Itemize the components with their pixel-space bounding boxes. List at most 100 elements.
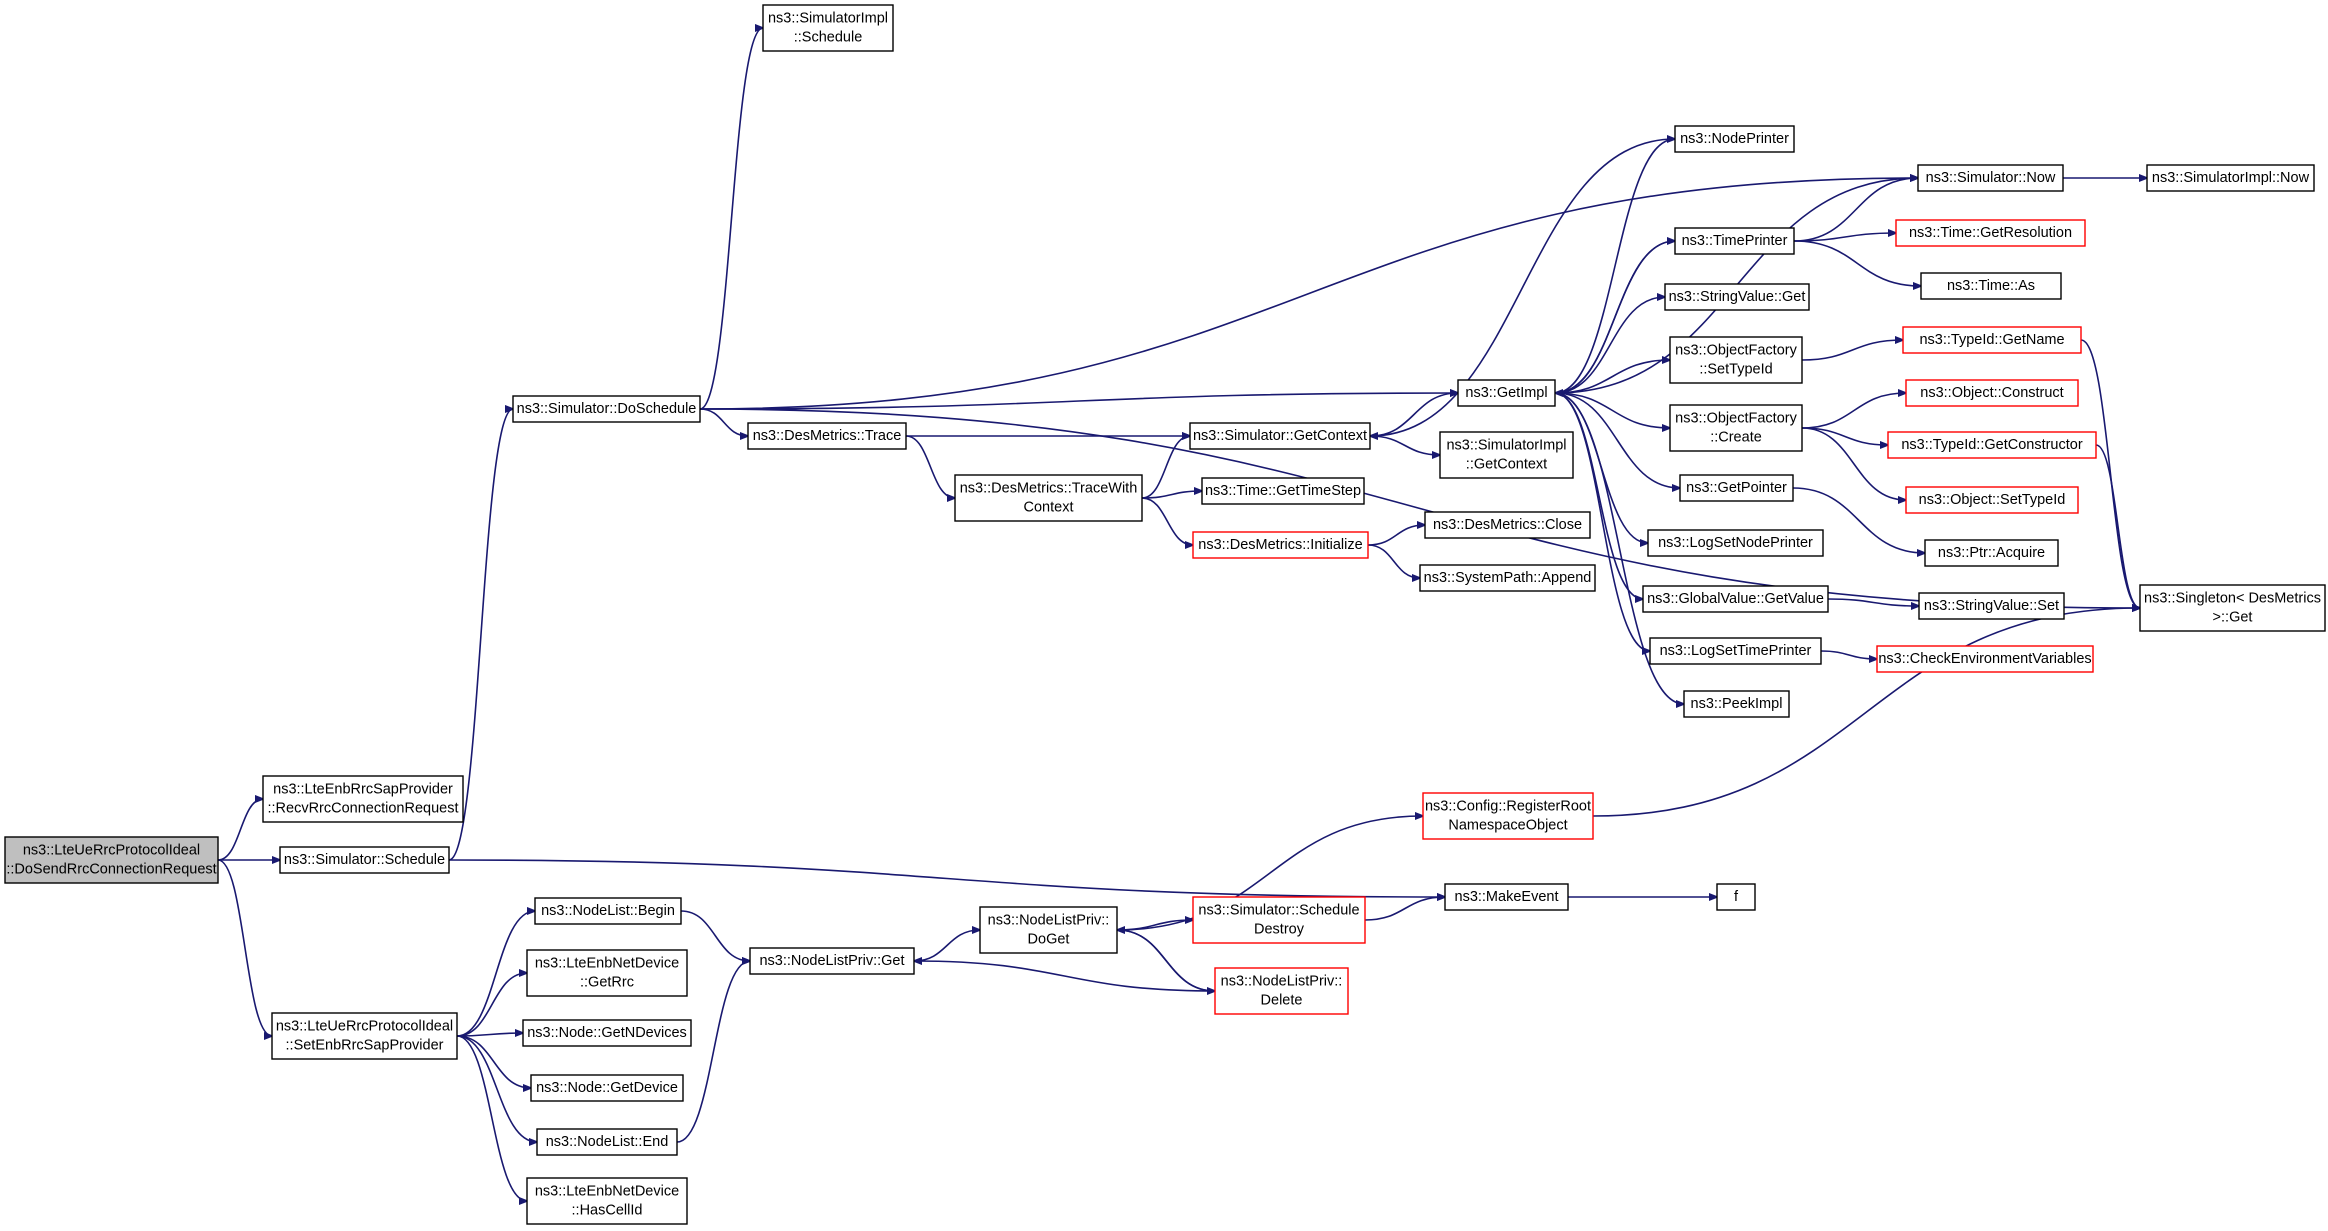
node-getndevices[interactable]: ns3::Node::GetNDevices — [522, 1019, 692, 1047]
node-gvgetvalue[interactable]: ns3::GlobalValue::GetValue — [1642, 585, 1829, 613]
edge-ofsettypeid-to-typeidgetname — [1801, 340, 1903, 361]
node-getcontext[interactable]: ns3::Simulator::GetContext — [1189, 422, 1371, 450]
node-label: ns3::DesMetrics::Initialize — [1198, 537, 1362, 553]
node-box — [522, 1019, 692, 1047]
node-label: ns3::Node::GetDevice — [536, 1080, 678, 1096]
node-stringset[interactable]: ns3::StringValue::Set — [1918, 592, 2065, 620]
node-nlpdoget[interactable]: ns3::NodeListPriv::DoGet — [979, 906, 1118, 954]
edge-getcontext-to-impl_getcontext — [1369, 435, 1440, 455]
node-timeas[interactable]: ns3::Time::As — [1920, 272, 2062, 300]
node-singleton[interactable]: ns3::Singleton< DesMetrics>::Get — [2139, 584, 2326, 632]
edge-ofcreate-to-objconstruct — [1801, 393, 1906, 429]
edge-tracewith-to-gettimestep — [1141, 491, 1202, 499]
node-f[interactable]: f — [1716, 883, 1756, 911]
node-hascellid[interactable]: ns3::LteEnbNetDevice::HasCellId — [526, 1177, 688, 1225]
node-initialize[interactable]: ns3::DesMetrics::Initialize — [1192, 531, 1369, 559]
node-peekimpl[interactable]: ns3::PeekImpl — [1683, 690, 1790, 718]
node-box — [747, 422, 907, 450]
node-gettimestep[interactable]: ns3::Time::GetTimeStep — [1201, 477, 1365, 505]
node-label: ns3::ObjectFactory — [1675, 343, 1797, 359]
node-getimpl[interactable]: ns3::GetImpl — [1457, 379, 1556, 407]
node-getresolution[interactable]: ns3::Time::GetResolution — [1895, 219, 2086, 247]
edge-timeprinter-to-getimpl — [1555, 240, 1676, 393]
node-label: ns3::Simulator::DoSchedule — [517, 401, 697, 417]
node-box — [1669, 404, 1803, 452]
node-label: DoGet — [1028, 932, 1070, 948]
node-setenb[interactable]: ns3::LteUeRrcProtocolIdeal::SetEnbRrcSap… — [271, 1012, 458, 1060]
node-checkenv[interactable]: ns3::CheckEnvironmentVariables — [1876, 645, 2094, 673]
node-nlpget[interactable]: ns3::NodeListPriv::Get — [749, 947, 915, 975]
node-logsetnode[interactable]: ns3::LogSetNodePrinter — [1647, 529, 1824, 557]
node-getconstructor[interactable]: ns3::TypeId::GetConstructor — [1887, 431, 2097, 459]
edge-schedulerdestroy-to-makeevent — [1364, 897, 1445, 921]
node-box — [1189, 422, 1371, 450]
node-label: ns3::Config::RegisterRoot — [1425, 799, 1591, 815]
node-doschedule[interactable]: ns3::Simulator::DoSchedule — [512, 395, 701, 423]
edge-getconstructor-to-singleton — [2095, 444, 2140, 608]
node-box — [1214, 967, 1349, 1015]
node-nlend[interactable]: ns3::NodeList::End — [536, 1128, 678, 1156]
node-label: ns3::SystemPath::Append — [1424, 570, 1592, 586]
node-root[interactable]: ns3::LteUeRrcProtocolIdeal::DoSendRrcCon… — [4, 836, 219, 884]
node-recvrrc[interactable]: ns3::LteEnbRrcSapProvider::RecvRrcConnec… — [262, 775, 464, 823]
node-ofcreate[interactable]: ns3::ObjectFactory::Create — [1669, 404, 1803, 452]
node-box — [534, 897, 682, 925]
edge-getcontext-to-getimpl — [1369, 393, 1458, 437]
node-objsettypeid[interactable]: ns3::Object::SetTypeId — [1905, 486, 2079, 514]
node-label: ns3::Simulator::Now — [1926, 170, 2056, 186]
node-label: ns3::Simulator::GetContext — [1193, 428, 1367, 444]
node-label: ns3::Time::GetResolution — [1909, 225, 2072, 241]
node-getdevice[interactable]: ns3::Node::GetDevice — [530, 1074, 684, 1102]
node-box — [954, 474, 1143, 522]
node-box — [1905, 379, 2079, 407]
node-append[interactable]: ns3::SystemPath::Append — [1419, 564, 1596, 592]
node-impl_getcontext[interactable]: ns3::SimulatorImpl::GetContext — [1439, 431, 1574, 479]
node-label: ::SetEnbRrcSapProvider — [286, 1038, 444, 1054]
node-box — [4, 836, 219, 884]
edge-getimpl-to-getpointer — [1554, 392, 1680, 488]
node-box — [1716, 883, 1756, 911]
node-label: ns3::TypeId::GetConstructor — [1901, 437, 2083, 453]
edge-setenb-to-getrrc — [456, 973, 527, 1037]
node-label: ns3::ObjectFactory — [1675, 411, 1797, 427]
node-ofsettypeid[interactable]: ns3::ObjectFactory::SetTypeId — [1669, 336, 1803, 384]
node-ptracquire[interactable]: ns3::Ptr::Acquire — [1924, 539, 2059, 567]
node-box — [536, 1128, 678, 1156]
edge-nlend-to-nlpget — [676, 961, 750, 1143]
node-impl_schedule[interactable]: ns3::SimulatorImpl::Schedule — [762, 4, 894, 52]
edge-doschedule-to-singleton — [699, 408, 2140, 608]
node-trace[interactable]: ns3::DesMetrics::Trace — [747, 422, 907, 450]
node-box — [1424, 511, 1591, 539]
node-impl_now[interactable]: ns3::SimulatorImpl::Now — [2146, 164, 2315, 192]
node-label: ns3::LteEnbNetDevice — [535, 1184, 679, 1200]
edge-sim_schedule-to-makeevent — [448, 859, 1445, 897]
node-close[interactable]: ns3::DesMetrics::Close — [1424, 511, 1591, 539]
node-logsettime[interactable]: ns3::LogSetTimePrinter — [1649, 637, 1822, 665]
function-nodes: ns3::LteUeRrcProtocolIdeal::DoSendRrcCon… — [4, 4, 2326, 1225]
node-label: ns3::GlobalValue::GetValue — [1647, 591, 1824, 607]
node-box — [1683, 690, 1790, 718]
node-makeevent[interactable]: ns3::MakeEvent — [1444, 883, 1569, 911]
node-label: ns3::Simulator::Schedule — [284, 852, 445, 868]
node-sim_schedule[interactable]: ns3::Simulator::Schedule — [279, 846, 450, 874]
node-label: ns3::Singleton< DesMetrics — [2144, 591, 2321, 607]
node-timeprinter[interactable]: ns3::TimePrinter — [1674, 227, 1795, 255]
node-getpointer[interactable]: ns3::GetPointer — [1679, 474, 1794, 502]
node-box — [1905, 486, 2079, 514]
node-objconstruct[interactable]: ns3::Object::Construct — [1905, 379, 2079, 407]
edge-nlpdelete-to-nlpget — [914, 961, 1216, 992]
node-box — [526, 1177, 688, 1225]
node-nodeprinter[interactable]: ns3::NodePrinter — [1674, 125, 1795, 153]
node-getrrc[interactable]: ns3::LteEnbNetDevice::GetRrc — [526, 949, 688, 997]
node-typeidgetname[interactable]: ns3::TypeId::GetName — [1902, 326, 2082, 354]
node-nlpdelete[interactable]: ns3::NodeListPriv::Delete — [1214, 967, 1349, 1015]
node-sim_now[interactable]: ns3::Simulator::Now — [1917, 164, 2064, 192]
edge-timeprinter-to-timeas — [1793, 240, 1921, 286]
node-box — [1457, 379, 1556, 407]
node-label: ns3::NodeListPriv:: — [988, 913, 1110, 929]
node-nlbegin[interactable]: ns3::NodeList::Begin — [534, 897, 682, 925]
node-stringget[interactable]: ns3::StringValue::Get — [1664, 283, 1810, 311]
